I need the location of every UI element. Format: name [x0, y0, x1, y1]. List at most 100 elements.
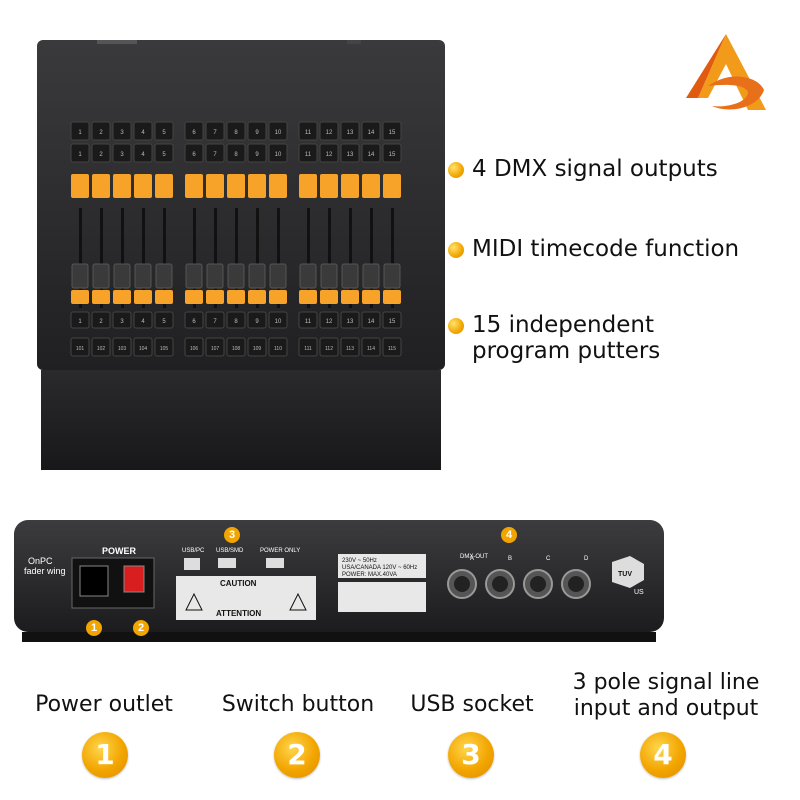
console-key-label: 12 — [326, 319, 333, 325]
console-amber-key — [383, 174, 401, 198]
brand-logo-icon — [686, 34, 766, 110]
fader-knob — [134, 263, 152, 289]
usb-pc-port-icon — [184, 558, 200, 570]
label-usb-socket: USB socket — [410, 692, 534, 717]
fader-knob — [185, 263, 203, 289]
console-key — [268, 311, 288, 329]
console-key — [70, 143, 90, 163]
dmx-port-label: D — [584, 556, 589, 562]
console-amber-key — [299, 174, 317, 198]
console-key-label: 7 — [213, 319, 217, 325]
dmx-out-label: DMX-OUT — [460, 554, 488, 560]
fader-slot — [370, 208, 373, 308]
fader-knob — [227, 263, 245, 289]
label-signal-line: 3 pole signal line input and output — [566, 670, 766, 722]
fader-knob — [383, 263, 401, 289]
console-key-label: 15 — [389, 130, 396, 136]
console-key-label: 14 — [368, 319, 375, 325]
model-label-line2: fader wing — [24, 566, 66, 576]
console-key-label: 13 — [347, 130, 354, 136]
console-key — [361, 337, 381, 357]
bullet-icon — [448, 242, 464, 258]
console-key — [298, 143, 318, 163]
callout-number-4: 4 — [640, 732, 686, 778]
fader-slot — [142, 208, 145, 308]
fader-knob — [155, 263, 173, 289]
fader-slot — [121, 208, 124, 308]
console-key-label: 12 — [326, 152, 333, 158]
console-key — [247, 121, 267, 141]
console-key-label: 12 — [326, 130, 333, 136]
console-key — [133, 337, 153, 357]
console-key — [184, 311, 204, 329]
usb-smd-port-icon — [218, 558, 236, 568]
console-key-label: 3 — [120, 152, 124, 158]
fader-knob — [248, 263, 266, 289]
console-key — [112, 143, 132, 163]
feature-text: 4 DMX signal outputs — [472, 156, 718, 182]
fader-knob — [71, 263, 89, 289]
console-amber-key — [206, 290, 224, 304]
console-key-label: 11 — [305, 319, 312, 325]
xlr-port-inner — [568, 576, 584, 592]
console-key — [319, 121, 339, 141]
console-key — [340, 311, 360, 329]
console-key-label: 9 — [255, 319, 259, 325]
console-key — [205, 121, 225, 141]
console-key-label: 7 — [213, 130, 217, 136]
console-key-label: 9 — [255, 152, 259, 158]
label-signal-line-1: 3 pole signal line — [572, 670, 760, 695]
caution-label: CAUTION — [220, 579, 257, 588]
callout-marker-3: 3 — [224, 527, 240, 543]
console-amber-key — [92, 290, 110, 304]
console-key — [205, 143, 225, 163]
console-key — [340, 121, 360, 141]
console-key-label: 3 — [120, 130, 124, 136]
fader-slot — [328, 208, 331, 308]
console-key — [154, 121, 174, 141]
fader-slot — [235, 208, 238, 308]
fader-slot — [307, 208, 310, 308]
console-key-label: 104 — [139, 346, 148, 352]
console-key — [91, 121, 111, 141]
console-key-label: 13 — [347, 319, 354, 325]
console-key — [154, 143, 174, 163]
console-key-label: 110 — [274, 346, 282, 352]
console-amber-key — [227, 290, 245, 304]
fader-knob — [113, 263, 131, 289]
console-key-label: 103 — [118, 346, 127, 352]
console-key-label: 10 — [275, 152, 282, 158]
callout-marker-2: 2 — [133, 620, 149, 636]
fader-knob — [92, 263, 110, 289]
console-key — [247, 311, 267, 329]
console-key-label: 13 — [347, 152, 354, 158]
console-key-label: 8 — [234, 319, 238, 325]
console-key — [382, 121, 402, 141]
console-amber-key — [227, 174, 245, 198]
power-label: POWER — [102, 546, 137, 556]
console-amber-key — [248, 290, 266, 304]
fader-slot — [349, 208, 352, 308]
console-key-label: 7 — [213, 152, 217, 158]
console-key-label: 5 — [162, 152, 166, 158]
callout-marker-1: 1 — [86, 620, 102, 636]
feature-program-putters: 15 independent program putters — [448, 312, 660, 364]
console-key — [70, 121, 90, 141]
console-key — [268, 121, 288, 141]
console-key-label: 8 — [234, 152, 238, 158]
console-key-label: 15 — [389, 152, 396, 158]
console-key-label: 1 — [78, 152, 82, 158]
warning-triangle-icon — [185, 592, 203, 611]
bullet-icon — [448, 318, 464, 334]
feature-dmx-outputs: 4 DMX signal outputs — [448, 156, 718, 182]
cert-label: TUV — [618, 571, 632, 578]
console-amber-key — [206, 174, 224, 198]
console-key — [247, 337, 267, 357]
usb-smd-label: USB/SMD — [216, 548, 244, 554]
bullet-icon — [448, 162, 464, 178]
console-key — [268, 337, 288, 357]
fader-knob — [341, 263, 359, 289]
console-amber-key — [269, 174, 287, 198]
console-key-label: 9 — [255, 130, 259, 136]
console-amber-key — [71, 290, 89, 304]
